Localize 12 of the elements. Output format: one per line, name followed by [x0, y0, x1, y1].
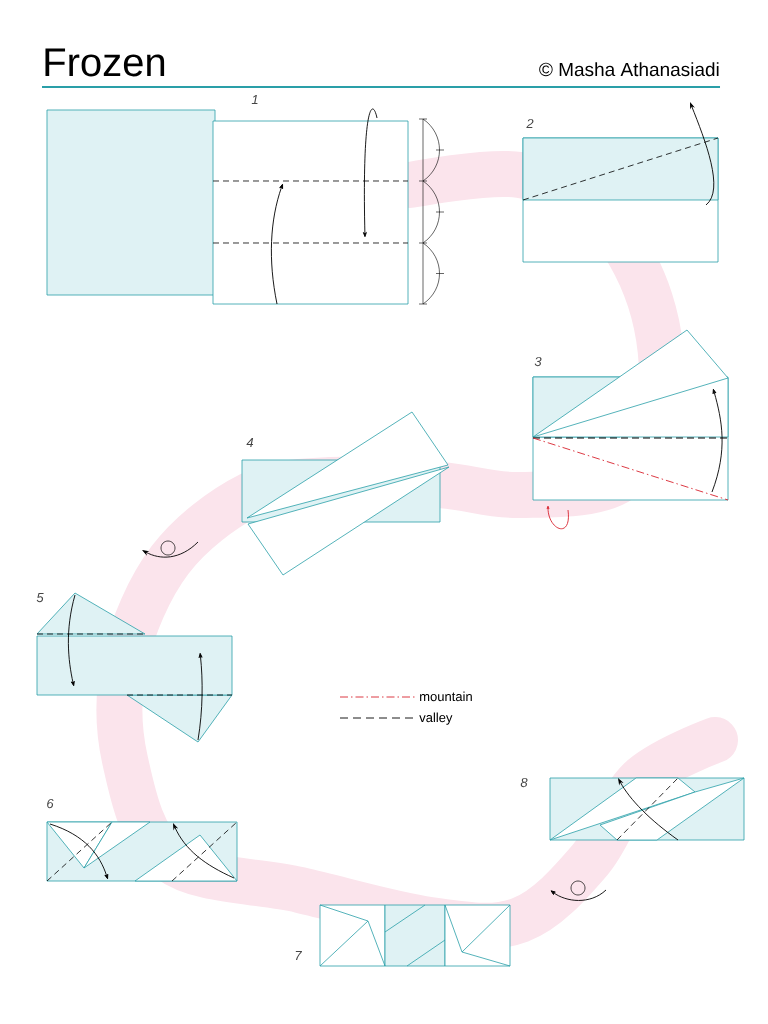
step-number: 5 [36, 593, 44, 603]
title: Frozen [45, 48, 165, 77]
step-number: 6 [47, 798, 54, 809]
step-number: 4 [246, 438, 254, 447]
step-number: 1 [251, 95, 258, 104]
step-number: 8 [520, 777, 528, 788]
step-number: 2 [526, 118, 534, 128]
legend-label: valley [419, 712, 453, 725]
step-number: 3 [534, 356, 542, 367]
author-credit: © Masha Athanasiadi [539, 62, 719, 77]
step-number: 7 [295, 951, 303, 960]
legend-label: mountain [420, 691, 472, 702]
